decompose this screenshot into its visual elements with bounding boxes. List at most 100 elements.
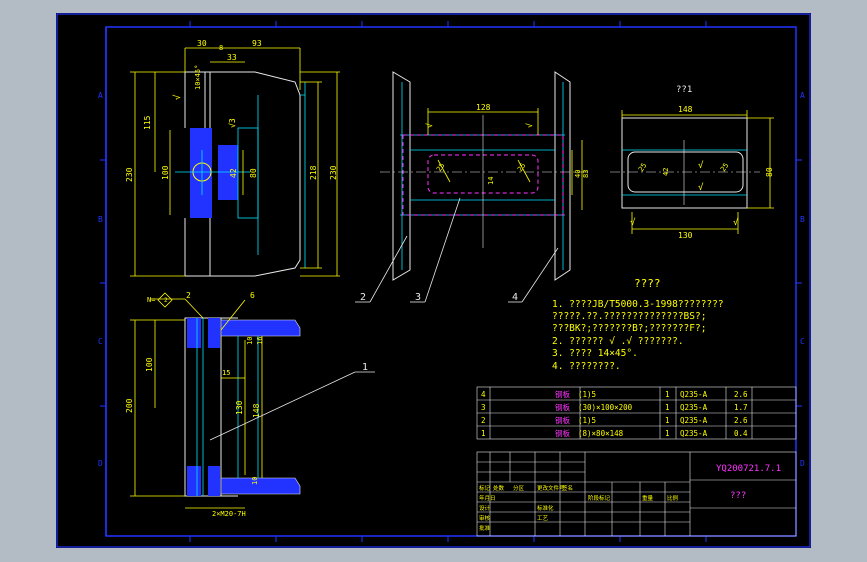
n-diamond-symbol [157,292,173,308]
dim-100: 100 [161,165,170,180]
svg-text:分区: 分区 [513,484,525,492]
mid-dim-25b: 25 [516,162,527,174]
middle-dim-lines [427,108,583,210]
side-dim-10-bottom: 10 [251,477,259,485]
svg-text:1: 1 [362,362,368,373]
mid-dim-83: 83 [582,170,590,178]
svg-text:0.4: 0.4 [734,429,748,438]
svg-text:审核: 审核 [479,514,491,522]
svg-text:工艺: 工艺 [537,515,549,522]
drawing-name: ??? [730,491,746,501]
side-dim-200: 200 [125,398,134,413]
dim-80: 80 [249,168,258,178]
svg-text:标记: 标记 [479,484,491,492]
side-dim-130: 130 [235,400,244,415]
svg-text:钢板: 钢板 [555,389,570,399]
mid-dim-40: 40 [574,170,582,178]
technical-notes: ???? 1. ????JB/T5000.3-1998???????? ????… [552,277,724,372]
mid-dim-128: 128 [476,103,491,112]
svg-text:4. ????????.: 4. ????????. [552,361,621,372]
notes-title: ???? [634,277,661,290]
aux-dim-80: 80 [765,167,774,177]
svg-text:A: A [800,91,805,100]
middle-dim-text: 128 25 25 14 40 83 [435,103,590,185]
side-construction [196,318,259,496]
dim-230-right: 230 [329,165,338,180]
svg-text:(8)×80×148: (8)×80×148 [578,429,624,438]
svg-text:比例: 比例 [667,494,679,502]
svg-text:4: 4 [512,292,518,303]
aux-dim-130: 130 [678,231,693,240]
svg-text:???BK?;???????B?;???????F?;: ???BK?;???????B?;???????F?; [552,323,706,334]
parts-row-3: 3 钢板 (30)×100×200 1 Q235-A 1.7 [481,402,748,412]
svg-text:D: D [800,459,805,468]
callout-numbers: 1 2 3 4 [360,292,518,373]
front-outline [184,71,301,277]
svg-text:钢板: 钢板 [555,415,570,425]
front-boss-hatch [218,145,238,200]
side-dim-text: N= 2 2 6 100 200 15 130 148 10 16 10 2×M… [125,291,264,518]
svg-text:2. ?????? √ .√ ???????.: 2. ?????? √ .√ ???????. [552,336,684,347]
drawing-number: YQ200721.7.1 [716,464,781,474]
svg-text:(1)5: (1)5 [578,390,596,399]
dim-8: 8 [219,44,223,52]
svg-text:2.6: 2.6 [734,390,748,399]
aux-dim-text: 148 80 42 25 25 130 √ √ √ √ [630,105,774,240]
svg-text:更改文件号: 更改文件号 [537,484,565,492]
svg-text:2: 2 [481,416,486,425]
svg-text:3: 3 [415,292,421,303]
parts-row-4: 4 钢板 (1)5 1 Q235-A 2.6 [481,389,748,399]
svg-text:1: 1 [665,429,670,438]
svg-text:重量: 重量 [642,494,654,502]
svg-text:3: 3 [481,403,486,412]
svg-text:(1)5: (1)5 [578,416,596,425]
side-dim-148: 148 [252,403,261,418]
mid-dim-14: 14 [487,177,495,185]
svg-text:(30)×100×200: (30)×100×200 [578,403,633,412]
svg-text:1: 1 [665,416,670,425]
svg-text:√: √ [733,217,739,228]
svg-text:4: 4 [481,390,486,399]
svg-text:1: 1 [481,429,486,438]
aux-dim-42: 42 [662,168,670,176]
front-dim-text: 30 93 33 8 10×45° √ √3 115 230 100 42 80… [125,39,338,182]
aux-view-title: ??1 [676,85,692,95]
svg-text:Q235-A: Q235-A [680,390,708,399]
front-construction [175,82,306,268]
svg-text:√: √ [698,182,704,193]
aux-dim-25a: 25 [637,162,648,174]
weld-2: 2 [186,291,191,300]
roughness-mark-1: √ [172,94,183,100]
svg-text:1. ????JB/T5000.3-1998????????: 1. ????JB/T5000.3-1998???????? [552,299,724,310]
mid-dim-25a: 25 [435,162,446,174]
dim-93: 93 [252,39,262,48]
svg-text:Q235-A: Q235-A [680,403,708,412]
top-flange-plate [220,319,301,337]
front-section-hatch [190,128,212,218]
svg-text:设计: 设计 [479,504,491,512]
parts-row-2: 2 钢板 (1)5 1 Q235-A 2.6 [481,415,748,425]
aux-dim-25b: 25 [719,162,730,174]
roughness-mark-2: √3 [228,118,237,128]
side-dim-lines [130,298,263,509]
aux-dim-lines [621,110,774,234]
svg-text:√: √ [425,123,434,128]
svg-text:签名: 签名 [562,484,573,492]
dim-chamfer: 10×45° [194,65,202,90]
n-label: N= [147,296,155,304]
zone-ticks [100,21,802,542]
front-dim-lines [130,47,340,277]
n-value: 2 [164,297,168,304]
svg-text:年月日: 年月日 [479,494,496,502]
callout-leaders [209,197,559,441]
outer-border [56,13,811,548]
svg-text:阶段标记: 阶段标记 [588,494,611,502]
svg-text:处数: 处数 [493,484,505,492]
svg-text:2.6: 2.6 [734,416,748,425]
middle-view: 128 25 25 14 40 83 √ √ [380,71,590,281]
svg-text:1: 1 [665,403,670,412]
bottom-flange-plate [220,477,301,495]
svg-text:Q235-A: Q235-A [680,429,708,438]
drawing-sheet [56,13,811,548]
